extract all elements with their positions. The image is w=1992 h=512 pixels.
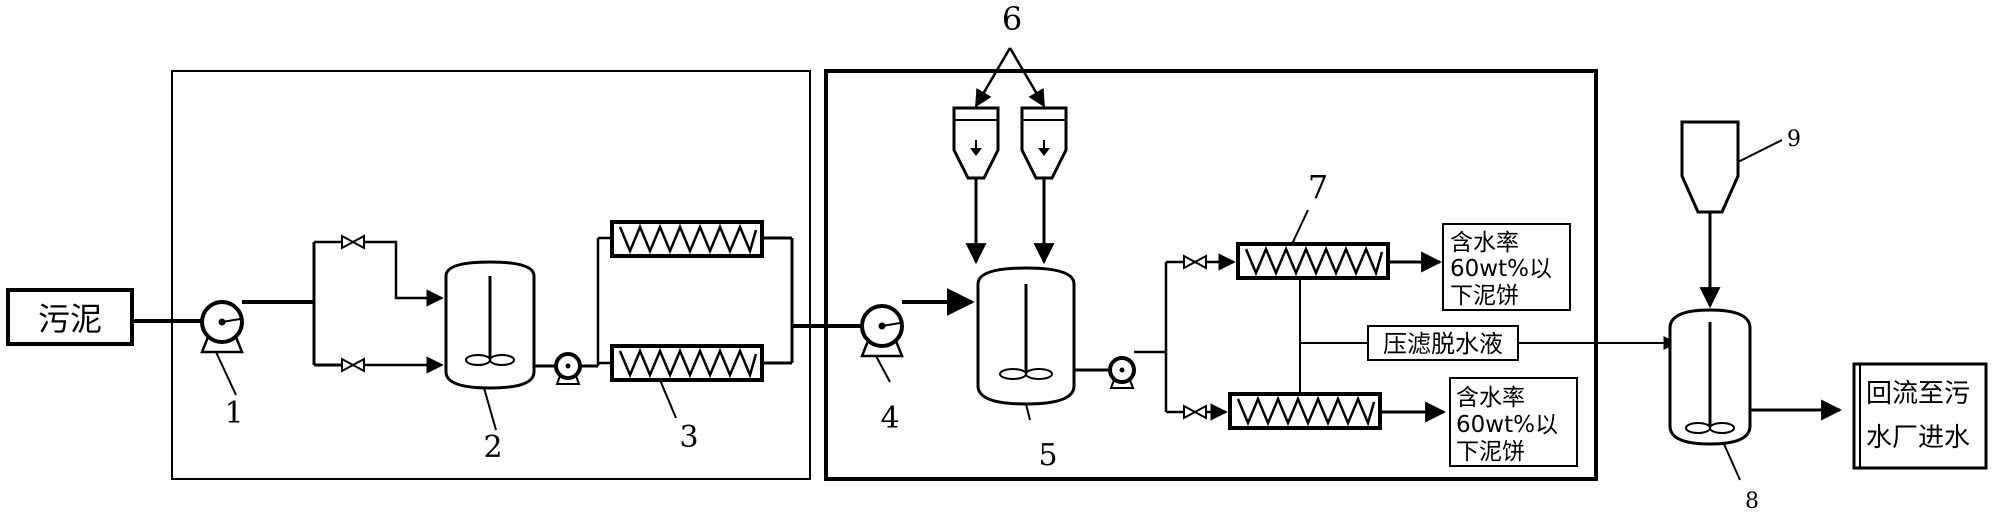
cake-box-top bbox=[1442, 223, 1571, 311]
conditioning-frame bbox=[824, 69, 1598, 481]
cake-bottom-line2: 60wt%以 bbox=[1456, 412, 1558, 438]
valve-press-top-icon bbox=[1183, 255, 1207, 269]
return-line2: 水厂进水 bbox=[1866, 423, 1970, 453]
label-2: 2 bbox=[483, 430, 502, 465]
label-3: 3 bbox=[679, 420, 698, 455]
filtrate-box bbox=[1367, 325, 1519, 361]
hopper-6b-icon bbox=[1020, 106, 1068, 200]
cake-box-bottom bbox=[1449, 377, 1578, 467]
coil-3-top-icon bbox=[610, 220, 764, 258]
label-7: 7 bbox=[1308, 168, 1328, 206]
label-1: 1 bbox=[224, 396, 243, 431]
pump-1-icon bbox=[200, 300, 244, 354]
coil-3-bottom-icon bbox=[610, 344, 764, 382]
sludge-input-label: 污泥 bbox=[38, 300, 102, 338]
valve-top-icon bbox=[341, 235, 365, 249]
cake-top-line1: 含水率 bbox=[1450, 230, 1519, 256]
tank-8-icon bbox=[1668, 308, 1752, 446]
label-6: 6 bbox=[1002, 0, 1022, 38]
reactor-5-icon bbox=[976, 266, 1076, 406]
cake-bottom-line1: 含水率 bbox=[1456, 385, 1525, 411]
hopper-6a-icon bbox=[952, 106, 1000, 200]
pretreatment-frame bbox=[171, 70, 811, 480]
cake-top-line3: 下泥饼 bbox=[1450, 283, 1519, 309]
label-4: 4 bbox=[880, 401, 899, 436]
sludge-input-box bbox=[6, 288, 134, 346]
pump-4-icon bbox=[860, 304, 904, 358]
cake-bottom-line3: 下泥饼 bbox=[1456, 439, 1525, 465]
label-5: 5 bbox=[1038, 438, 1057, 473]
hopper-9-icon bbox=[1680, 120, 1740, 228]
reactor-2-icon bbox=[444, 260, 536, 390]
label-9: 9 bbox=[1787, 127, 1801, 152]
cake-top-line2: 60wt%以 bbox=[1450, 256, 1552, 282]
filtrate-label: 压滤脱水液 bbox=[1383, 330, 1503, 358]
pump-small-a-icon bbox=[554, 352, 582, 386]
filter-press-top-icon bbox=[1236, 242, 1390, 280]
filter-press-bottom-icon bbox=[1228, 392, 1382, 430]
valve-press-bottom-icon bbox=[1183, 405, 1207, 419]
return-box bbox=[1852, 362, 1988, 470]
pump-small-b-icon bbox=[1108, 356, 1136, 390]
return-line1: 回流至污 bbox=[1866, 379, 1970, 409]
label-8: 8 bbox=[1745, 489, 1759, 512]
valve-bottom-icon bbox=[341, 358, 365, 372]
